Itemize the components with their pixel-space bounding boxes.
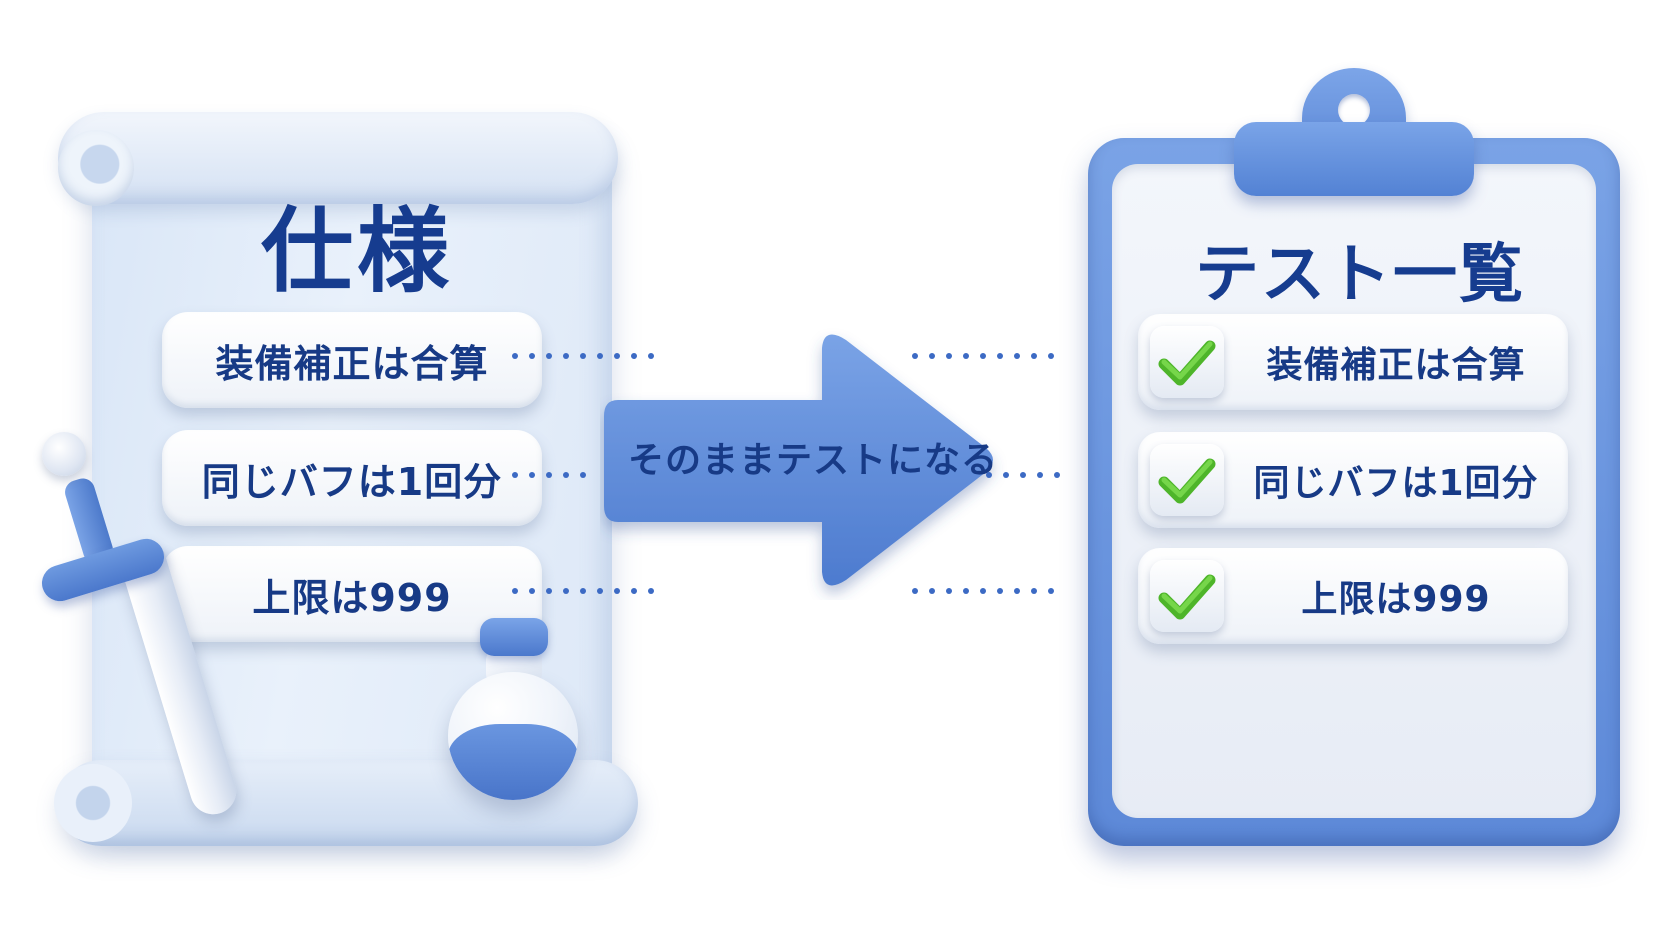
- spec-item-3: 上限は999: [162, 546, 542, 642]
- scroll-curl-top: [58, 130, 134, 206]
- test-item-label: 装備補正は合算: [1266, 345, 1526, 386]
- scroll-roll-top: [58, 112, 618, 204]
- spec-item-2: 同じバフは1回分: [162, 430, 542, 526]
- check-icon: [1150, 560, 1224, 632]
- connector-left-1: [512, 353, 654, 359]
- connector-right-2: [986, 472, 1060, 478]
- test-item-1: 装備補正は合算: [1138, 314, 1568, 410]
- test-item-3: 上限は999: [1138, 548, 1568, 644]
- connector-left-3: [512, 588, 654, 594]
- potion-liquid: [448, 724, 578, 800]
- check-icon: [1150, 326, 1224, 398]
- scroll-curl-bottom: [54, 764, 132, 842]
- clipboard-clip: [1234, 122, 1474, 196]
- connector-left-2: [512, 472, 586, 478]
- test-item-2: 同じバフは1回分: [1138, 432, 1568, 528]
- potion-body: [448, 672, 578, 800]
- arrow-right-icon: [604, 334, 993, 586]
- connector-right-3: [912, 588, 1054, 594]
- spec-item-1: 装備補正は合算: [162, 312, 542, 408]
- arrow-label: そのままテストになる: [627, 440, 998, 481]
- test-item-label: 上限は999: [1301, 579, 1491, 620]
- test-item-label: 同じバフは1回分: [1253, 463, 1539, 504]
- tests-title: テスト一覧: [1195, 238, 1525, 312]
- connector-right-1: [912, 353, 1054, 359]
- check-icon: [1150, 444, 1224, 516]
- sword-pommel: [42, 432, 86, 476]
- potion-cork: [480, 618, 548, 656]
- spec-title: 仕様: [260, 198, 453, 305]
- clipboard-hole: [1338, 94, 1370, 126]
